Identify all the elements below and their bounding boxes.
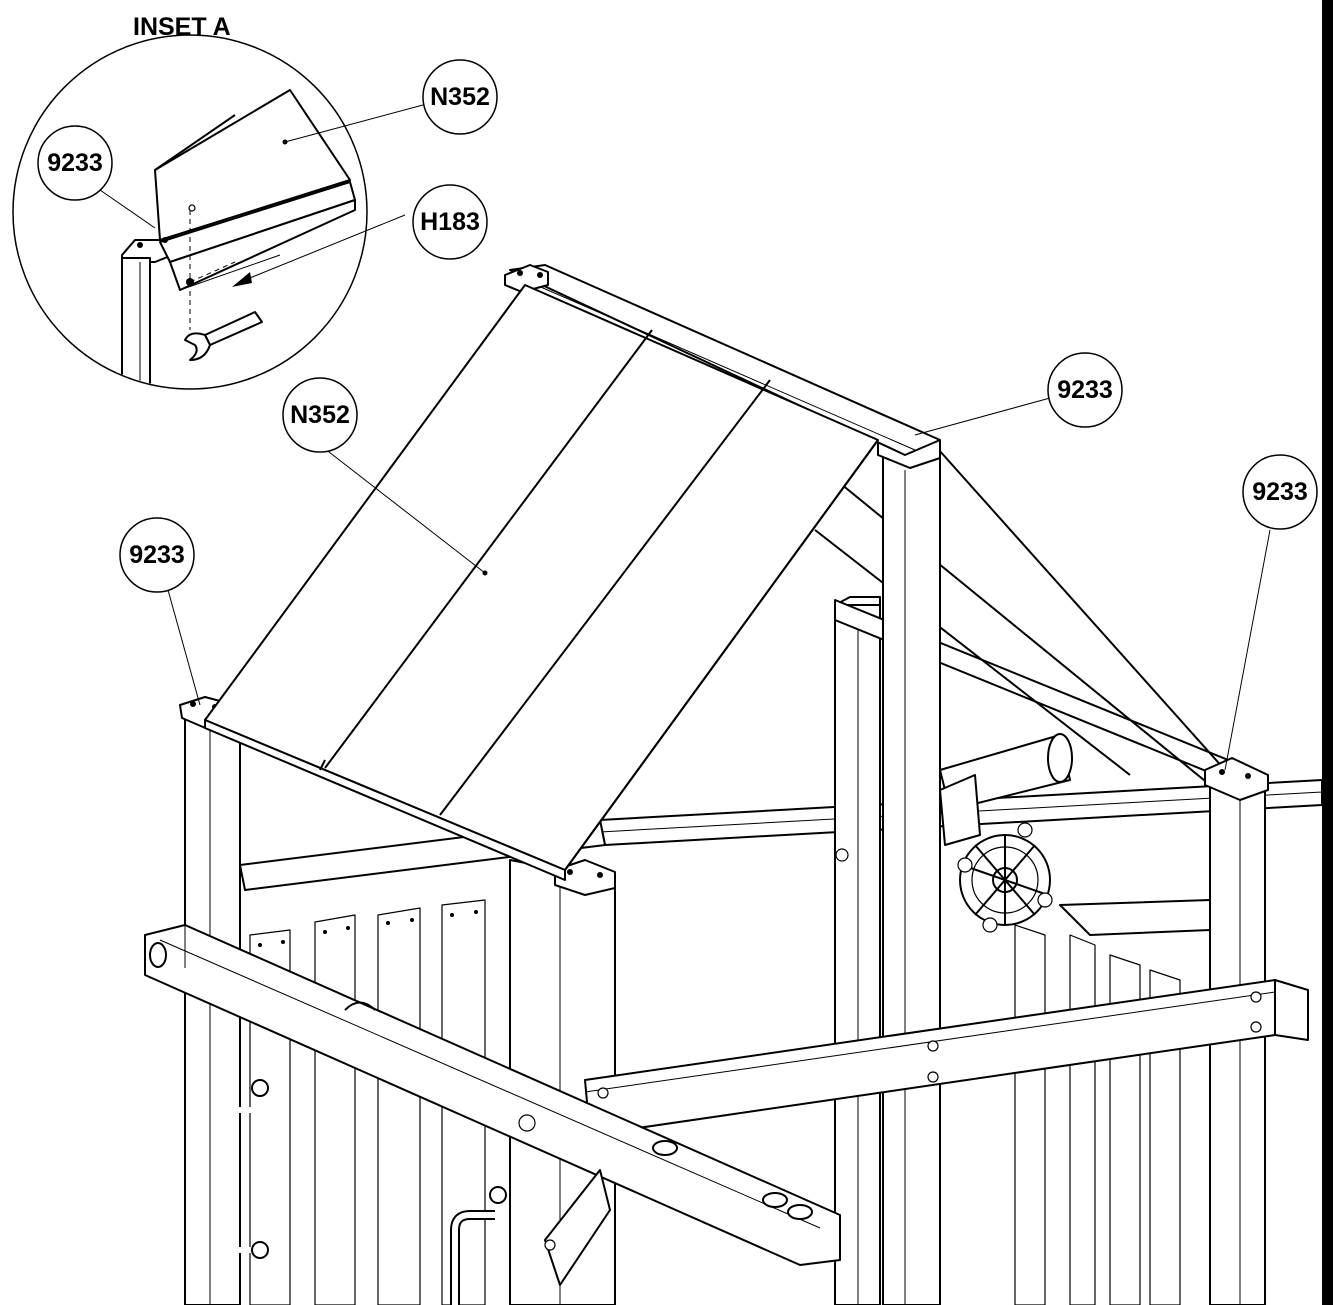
- diagonal-beam: [144, 924, 841, 1286]
- right-wall-slats: [1014, 899, 1211, 1305]
- callout-cap-back-right-label: 9233: [1057, 376, 1113, 404]
- callout-cap-far-right-label: 9233: [1252, 478, 1308, 506]
- callout-inset-hardware-label: H183: [420, 208, 480, 236]
- leader-lines: [167, 397, 1271, 771]
- right-post: [1204, 757, 1269, 1305]
- callout-inset-panel-label: N352: [430, 83, 490, 111]
- callout-inset-bracket: 9233: [37, 125, 113, 201]
- callout-cap-far-right: 9233: [1242, 454, 1318, 530]
- callout-inset-panel: N352: [422, 59, 498, 135]
- callout-roof-panel: N352: [282, 377, 358, 453]
- telescope: [939, 733, 1073, 846]
- callout-cap-front-left: 9233: [119, 517, 195, 593]
- callout-cap-back-right: 9233: [1047, 352, 1123, 428]
- roof-assembly: [204, 264, 941, 881]
- callout-roof-panel-label: N352: [290, 401, 350, 429]
- callout-inset-bracket-label: 9233: [47, 149, 103, 177]
- grab-handles: [212, 1079, 507, 1305]
- callout-inset-hardware: H183: [412, 184, 488, 260]
- inset-a: [12, 34, 424, 390]
- callout-cap-front-left-label: 9233: [129, 541, 185, 569]
- inset-title: INSET A: [133, 13, 231, 41]
- front-beam: [584, 979, 1309, 1136]
- edge-bar: [1322, 0, 1333, 1305]
- steering-wheel: [957, 822, 1053, 933]
- center-post: [877, 429, 941, 1305]
- rear-structure: [239, 439, 1323, 1305]
